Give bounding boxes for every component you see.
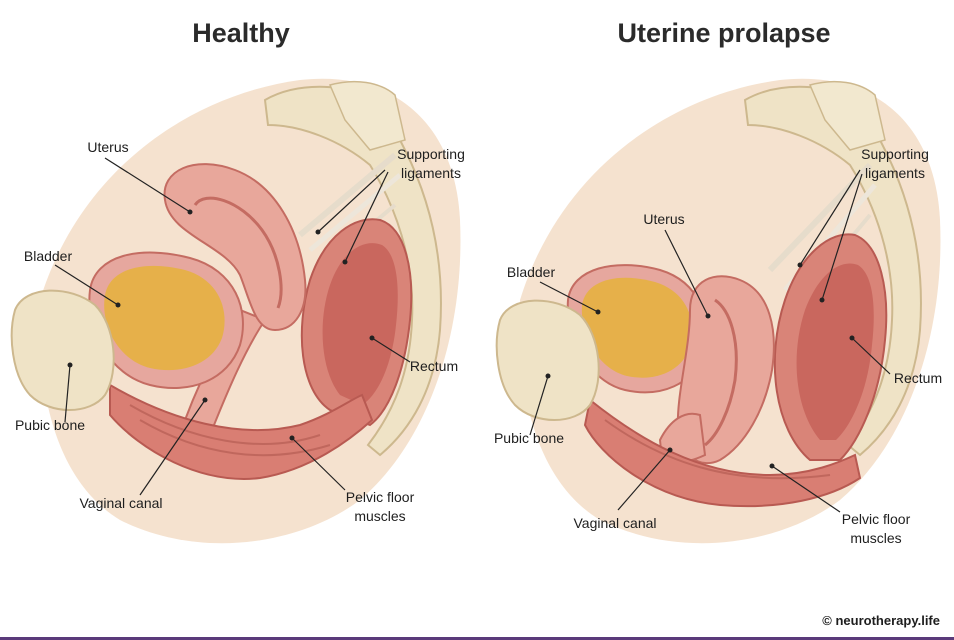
healthy-illustration xyxy=(10,78,461,544)
healthy-coccyx-block xyxy=(328,80,406,151)
watermark: © neurotherapy.life xyxy=(822,613,940,628)
bottom-accent-line xyxy=(0,637,954,640)
prolapse-leader-lines xyxy=(529,169,891,513)
healthy-pelvic-floor xyxy=(109,383,374,480)
healthy-rectum-inner xyxy=(322,243,398,405)
healthy-uterus-cavity xyxy=(193,196,283,309)
healthy-leader-lines xyxy=(54,157,411,496)
healthy-label-uterus: Uterus xyxy=(87,139,129,155)
healthy-label-pelvic-floor: Pelvic floor muscles xyxy=(345,489,415,524)
prolapse-pelvic-floor-stripe xyxy=(604,419,831,480)
healthy-leader-dots xyxy=(67,209,375,441)
prolapse-illustration xyxy=(495,78,941,544)
prolapse-bladder-fill xyxy=(581,277,693,378)
prolapse-sacrum xyxy=(743,85,922,457)
healthy-uterus xyxy=(163,163,307,332)
prolapse-label-bladder: Bladder xyxy=(506,264,556,280)
prolapse-label-ligaments: Supporting ligaments xyxy=(861,146,929,181)
prolapse-coccyx-block xyxy=(808,80,886,151)
prolapse-label-pelvic-floor: Pelvic floor muscles xyxy=(841,511,911,546)
healthy-label-ligaments: Supporting ligaments xyxy=(397,146,465,181)
healthy-ligament-2 xyxy=(308,173,402,252)
prolapse-title: Uterine prolapse xyxy=(617,18,831,48)
healthy-title: Healthy xyxy=(192,18,290,48)
prolapse-label-rectum: Rectum xyxy=(893,370,943,386)
healthy-ligament-1 xyxy=(298,152,397,238)
healthy-label-vaginal-canal: Vaginal canal xyxy=(79,495,163,511)
healthy-pelvic-floor-stripe xyxy=(129,404,321,445)
prolapse-label-uterus: Uterus xyxy=(643,211,685,227)
prolapse-leader-dots xyxy=(545,262,855,469)
prolapse-label-pubic-bone: Pubic bone xyxy=(493,430,565,446)
prolapse-uterus-cavity xyxy=(704,298,738,447)
prolapse-uterus xyxy=(676,275,775,465)
healthy-label-rectum: Rectum xyxy=(409,358,459,374)
healthy-pubic-bone xyxy=(10,289,115,411)
prolapse-pubic-bone xyxy=(495,299,600,421)
healthy-pelvic-floor-stripe-2 xyxy=(139,419,331,457)
prolapse-label-vaginal-canal: Vaginal canal xyxy=(573,515,657,531)
healthy-label-pubic-bone: Pubic bone xyxy=(14,417,86,433)
healthy-label-bladder: Bladder xyxy=(23,248,73,264)
healthy-bladder-fill xyxy=(104,265,225,371)
prolapse-ligament-1 xyxy=(767,162,873,273)
prolapse-rectum-inner xyxy=(796,263,874,440)
